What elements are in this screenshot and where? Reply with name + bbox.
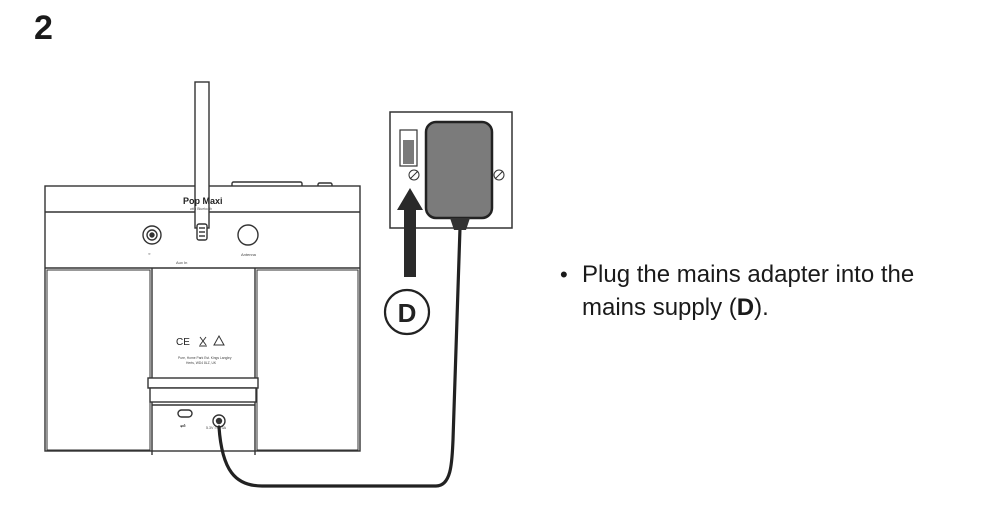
instruction-text: Plug the mains adapter into the mains su… [582,258,980,324]
address-line-2: Herts, WD4 8LZ, UK [186,361,217,365]
insert-arrow [397,188,423,277]
usb-icon: ⇌ [180,423,186,430]
certification-marks: CE [176,334,225,348]
instruction-text-part1: Plug the mains adapter into the mains su… [582,261,915,321]
instruction-text-part2: ). [754,294,769,321]
bullet: • [560,262,568,287]
step-number: 2 [34,9,53,47]
instruction-text-bold: D [736,294,755,321]
power-rating: 5.3V === 3A [206,426,227,430]
headphone-icon: ◦ [148,251,150,258]
device-subtitle: with Bluetooth [190,207,212,211]
power-cable [217,226,462,488]
svg-text:CE: CE [176,337,190,348]
aux-in-label: Aux In [176,260,187,265]
mains-adapter [424,120,494,230]
callout-letter: D [398,298,417,328]
antenna-label: Antenna [241,252,257,257]
callout-circle [383,288,431,336]
radio-device [44,81,361,455]
address-line-1: Pure, Home Park Est. Kings Langley [178,356,232,360]
device-brand: Pop Maxi [183,196,223,206]
